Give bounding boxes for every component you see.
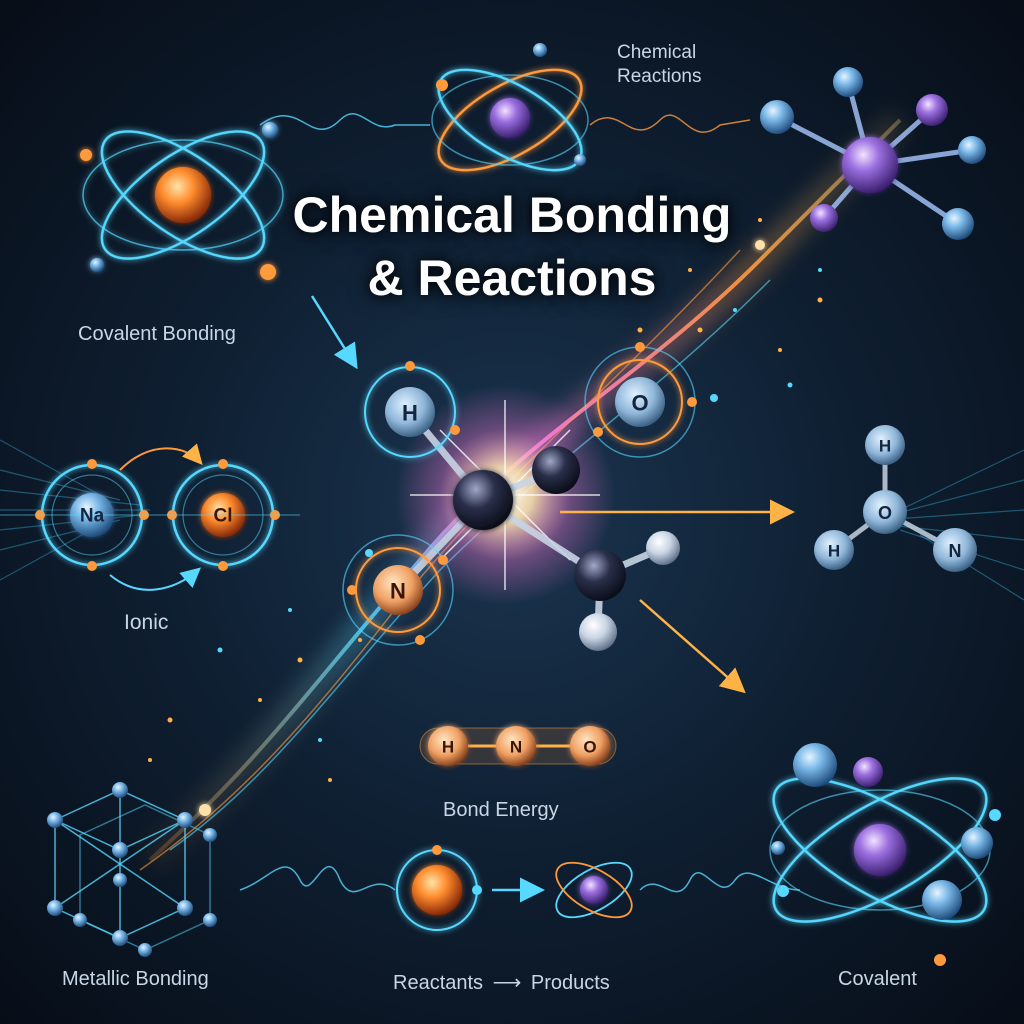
label-products: Products	[530, 972, 610, 994]
atom-label-o-chain: O	[583, 738, 596, 757]
chlorine-atom	[201, 493, 245, 537]
title-line-2: & Reactions	[367, 250, 657, 306]
atom-label-o-center: O	[631, 391, 648, 416]
molecule-top-right	[760, 67, 986, 240]
atom-label-h-chain: H	[442, 738, 454, 757]
reactants-products-diagram	[239, 845, 801, 931]
atom-label-cl: Cl	[214, 506, 233, 527]
nucleus-orange	[155, 167, 211, 223]
sparks-cyan	[217, 268, 822, 742]
atom-label-n-chain: N	[510, 738, 522, 757]
atom-label-n-center: N	[390, 579, 406, 604]
label-reactants-products: Reactants ⟶ Products	[393, 970, 610, 995]
atom-label-n-right: N	[949, 541, 962, 561]
ionic-bond-diagram	[0, 443, 300, 591]
metallic-lattice-atoms	[47, 782, 217, 957]
title-line-1: Chemical Bonding	[292, 187, 732, 243]
arrow-icon: ⟶	[492, 972, 522, 994]
sodium-atom	[70, 493, 114, 537]
covalent-atom-bottom-right	[769, 743, 1001, 966]
arrow-covalent-to-center	[310, 295, 358, 370]
label-bond-energy: Bond Energy	[443, 799, 559, 821]
bond-energy-chain	[419, 726, 617, 766]
center-molecule	[342, 342, 718, 651]
label-covalent-bonding: Covalent Bonding	[78, 323, 236, 345]
atom-label-h-right-left: H	[828, 542, 840, 561]
label-metallic-bonding: Metallic Bonding	[62, 968, 209, 990]
label-chemical: Chemical	[617, 42, 697, 63]
product-molecule	[814, 425, 977, 572]
reaction-atom-model	[259, 43, 751, 172]
label-reactants: Reactants	[393, 972, 484, 994]
covalent-atom-model	[80, 122, 284, 280]
sparks	[148, 218, 823, 816]
atom-label-h-center: H	[402, 401, 418, 426]
arrow-to-covalent	[639, 599, 746, 694]
atom-label-h-right-top: H	[879, 437, 891, 456]
atom-label-o-right: O	[878, 503, 892, 523]
label-ionic: Ionic	[124, 611, 169, 634]
label-covalent: Covalent	[838, 968, 917, 990]
label-reactions: Reactions	[617, 66, 702, 87]
atom-label-na: Na	[80, 506, 105, 527]
